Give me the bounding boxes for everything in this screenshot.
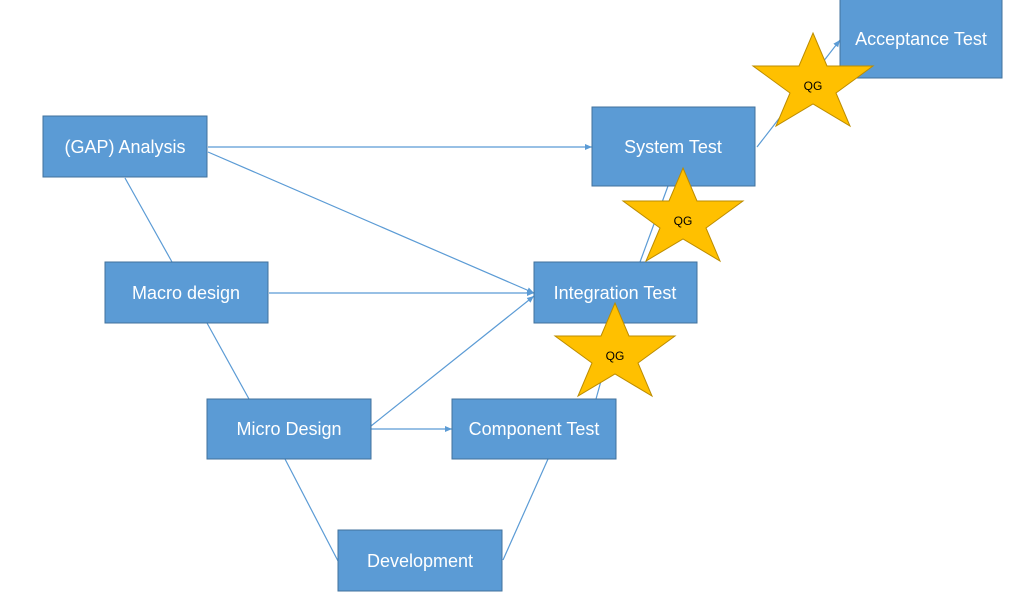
- arrow-micro-to-integration-test: [370, 295, 535, 427]
- quality-gate-star-integration: QG: [621, 166, 745, 263]
- star-icon: [751, 31, 875, 128]
- box-micro-design: Micro Design: [206, 398, 372, 460]
- connector-micro-to-development: [284, 458, 339, 562]
- box-component-test-label: Component Test: [469, 419, 600, 439]
- box-macro-design-label: Macro design: [132, 283, 240, 303]
- connector-macro-to-micro: [206, 322, 250, 400]
- box-acceptance-test-label: Acceptance Test: [855, 29, 987, 49]
- box-development-label: Development: [367, 551, 473, 571]
- box-system-test-label: System Test: [624, 137, 722, 157]
- quality-gate-star-system: QG: [751, 31, 875, 128]
- box-macro-design: Macro design: [104, 261, 269, 324]
- quality-gate-label: QG: [674, 214, 693, 228]
- quality-gate-star-component: QG: [553, 301, 677, 398]
- box-system-test: System Test: [591, 106, 756, 187]
- star-icon: [621, 166, 745, 263]
- box-component-test: Component Test: [451, 398, 617, 460]
- box-gap-analysis: (GAP) Analysis: [42, 115, 208, 178]
- box-micro-design-label: Micro Design: [236, 419, 341, 439]
- box-gap-analysis-label: (GAP) Analysis: [64, 137, 185, 157]
- box-integration-test-label: Integration Test: [554, 283, 677, 303]
- arrow-analysis-to-integration-test: [207, 151, 535, 294]
- quality-gate-label: QG: [606, 349, 625, 363]
- connector-development-to-component: [502, 458, 549, 561]
- box-development: Development: [337, 529, 503, 592]
- quality-gate-label: QG: [804, 79, 823, 93]
- box-acceptance-test: Acceptance Test: [839, 0, 1003, 79]
- star-icon: [553, 301, 677, 398]
- connector-analysis-to-macro: [124, 177, 173, 263]
